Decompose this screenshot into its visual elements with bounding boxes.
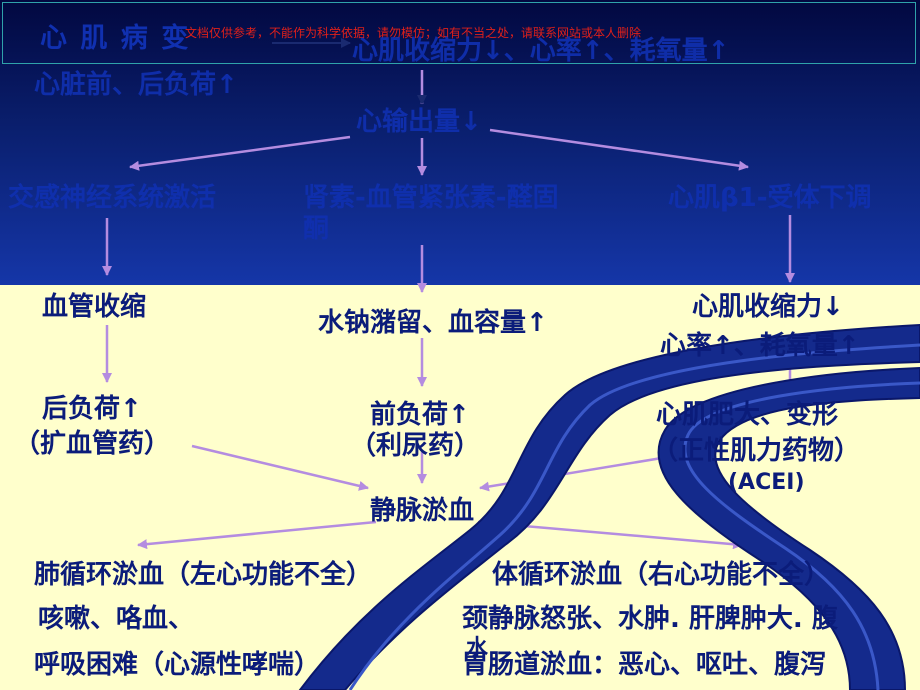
vasoconstriction-text: 血管收缩: [42, 292, 147, 322]
afterload-text: 后负荷↑: [42, 394, 142, 424]
arrow-venous-to-pulm: [137, 520, 377, 550]
header-frame: [2, 2, 916, 64]
dyspnea-text: 呼吸困难（心源性哮喘）: [34, 650, 321, 680]
venous-congestion-text: 静脉淤血: [370, 496, 475, 526]
vasodilator-drug-text: （扩血管药）: [14, 429, 171, 459]
arrow-afterload-to-venous: [191, 444, 369, 491]
cough-hemoptysis-text: 咳嗽、咯血、: [38, 604, 195, 634]
sympathetic-activation-text: 交感神经系统激活: [8, 183, 217, 213]
beta-receptor-text: 心肌β1-受体下调: [668, 183, 872, 213]
dark-header-band: [0, 0, 920, 285]
heart-rate-increase-text: 心率↑、耗氧量↑: [660, 331, 860, 361]
contractility-decrease-text: 心肌收缩力↓: [692, 292, 844, 322]
raas-text: 肾素-血管紧张素-醛固: [303, 183, 559, 213]
inotropic-drug-text: （正性肌力药物）: [652, 436, 861, 466]
preload-text: 前负荷↑: [370, 400, 470, 430]
gi-congestion-text: 胃肠道淤血：恶心、呕吐、腹泻: [462, 650, 827, 680]
arrow-output-left: [129, 135, 351, 171]
watermark-text: 文档仅供参考，不能作为科学依据，请勿模仿；如有不当之处，请联系网站或本人删除: [185, 26, 642, 40]
diuretic-drug-text: （利尿药）: [350, 431, 481, 461]
myocardial-remodel-text: 心肌肥大、变形: [656, 400, 839, 430]
title-myocardial-lesion: 心 肌 病 变: [40, 23, 191, 54]
top-effect-text: 心肌收缩力↓、心率↑、耗氧量↑: [352, 36, 730, 66]
ascites-text-fragment: 水: [466, 636, 489, 661]
arrow-output-right: [489, 128, 749, 171]
systemic-congestion-text: 体循环淤血（右心功能不全）: [492, 560, 831, 590]
pulmonary-congestion-text: 肺循环淤血（左心功能不全）: [34, 560, 373, 590]
load-increase-text: 心脏前、后负荷↑: [34, 70, 238, 100]
jugular-distension-text: 颈静脉怒张、水肿. 肝脾肿大. 腹: [462, 604, 838, 634]
raas-text-line2: 酮: [303, 214, 330, 244]
cardiac-output-text: 心输出量↓: [356, 107, 482, 137]
acei-text: (ACEI): [728, 470, 805, 495]
water-sodium-retention-text: 水钠潴留、血容量↑: [318, 308, 548, 338]
